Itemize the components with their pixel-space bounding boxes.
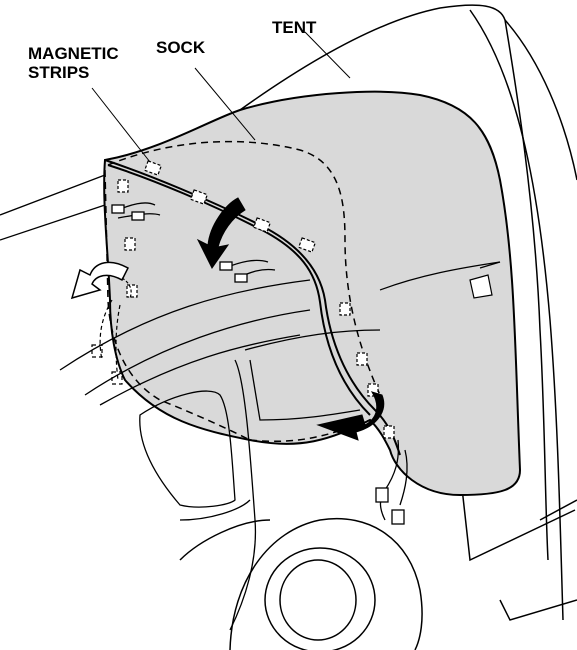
curved-arrow-icon [196, 197, 246, 269]
label-tent: TENT [272, 18, 317, 37]
curved-outline-arrow-icon [70, 261, 129, 300]
label-sock: SOCK [156, 38, 206, 57]
label-magnetic-strips-line1: MAGNETIC [28, 44, 119, 63]
curved-outline-arrow-tail [121, 277, 132, 299]
leader-lines [91, 31, 351, 163]
hanging-harness-left [91, 299, 123, 385]
curved-arrow-icon-2 [316, 391, 385, 441]
sock-fabric [103, 90, 522, 497]
sock-seams [379, 261, 501, 299]
vehicle-body [0, 174, 381, 631]
tent-shell [239, 4, 577, 621]
magnet-icon [117, 160, 395, 439]
hanging-harness-right [375, 439, 408, 525]
wheel [179, 518, 423, 650]
connector-icon [111, 202, 276, 283]
label-magnetic-strips-line2: STRIPS [28, 63, 90, 82]
